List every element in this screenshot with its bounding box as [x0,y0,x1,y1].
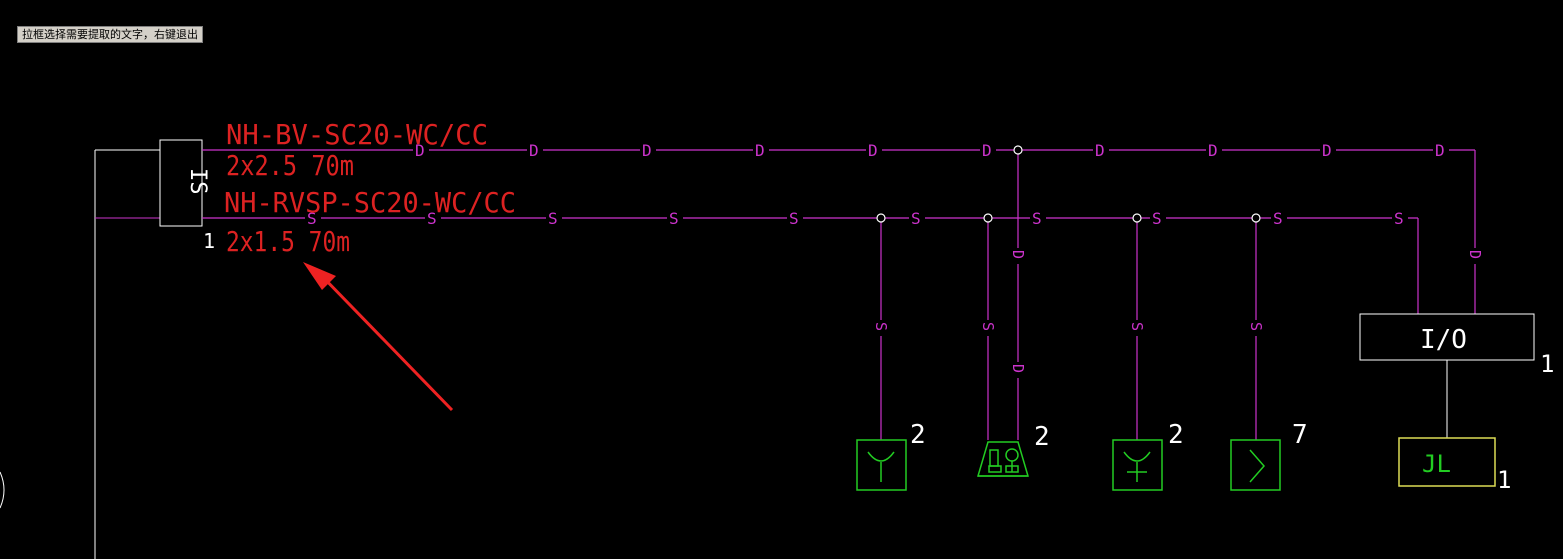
module-is-label: IS [185,168,210,195]
jl-box[interactable] [1398,437,1496,487]
drop-s-1: S [872,322,890,331]
jl-box-label: JL [1422,450,1451,478]
s-marker-7: S [1032,209,1042,228]
device-2-count: 2 [1034,422,1050,452]
junction-3 [1013,145,1023,155]
s-marker-6: S [911,209,921,228]
d-marker-9: D [1322,141,1332,160]
s-marker-10: S [1394,209,1404,228]
junction-1 [876,213,886,223]
drop-d-3: D [1466,250,1484,259]
d-marker-3: D [642,141,652,160]
cable-label-line1[interactable]: NH-BV-SC20-WC/CC [226,118,488,151]
command-prompt-tooltip: 拉框选择需要提取的文字，右键退出 [17,26,203,43]
red-arrow-icon [303,262,454,412]
s-marker-2: S [427,209,437,228]
d-marker-1: D [415,141,425,160]
jl-box-count: 1 [1497,466,1511,494]
d-marker-6: D [982,141,992,160]
d-marker-4: D [755,141,765,160]
s-marker-9: S [1273,209,1283,228]
d-marker-2: D [529,141,539,160]
spec-label-line2[interactable]: 2x1.5 70m [226,225,350,258]
io-module-count: 1 [1540,350,1554,378]
s-marker-1: S [307,209,317,228]
module-is-box[interactable] [159,139,203,227]
manual-alarm-horn-icon[interactable] [976,441,1030,477]
d-markers [413,141,1449,159]
s-marker-3: S [548,209,558,228]
d-marker-10: D [1435,141,1445,160]
drop-s-3: S [1128,322,1146,331]
smoke-detector-icon[interactable] [856,439,907,491]
sound-light-alarm-icon[interactable] [1230,439,1281,491]
device-1-count: 2 [910,420,926,450]
drop-s-2: S [979,322,997,331]
d-marker-8: D [1208,141,1218,160]
hydrant-button-icon[interactable] [1112,439,1163,491]
s-marker-4: S [669,209,679,228]
s-marker-5: S [789,209,799,228]
s-marker-8: S [1152,209,1162,228]
io-module-label: I/O [1420,325,1467,355]
cable-label-line2[interactable]: NH-RVSP-SC20-WC/CC [224,186,516,219]
d-marker-7: D [1095,141,1105,160]
device-3-count: 2 [1168,420,1184,450]
drop-d-2: D [1009,364,1027,373]
module-is-count: 1 [203,229,215,253]
d-marker-5: D [868,141,878,160]
s-markers-bg [305,209,1408,227]
junction-5 [1251,213,1261,223]
spec-label-line1[interactable]: 2x2.5 70m [226,149,354,182]
junction-2 [983,213,993,223]
partial-circle-edge [0,471,5,509]
drop-s-4: S [1247,322,1265,331]
device-4-count: 7 [1292,420,1308,450]
junction-4 [1132,213,1142,223]
drop-d-1: D [1009,250,1027,259]
